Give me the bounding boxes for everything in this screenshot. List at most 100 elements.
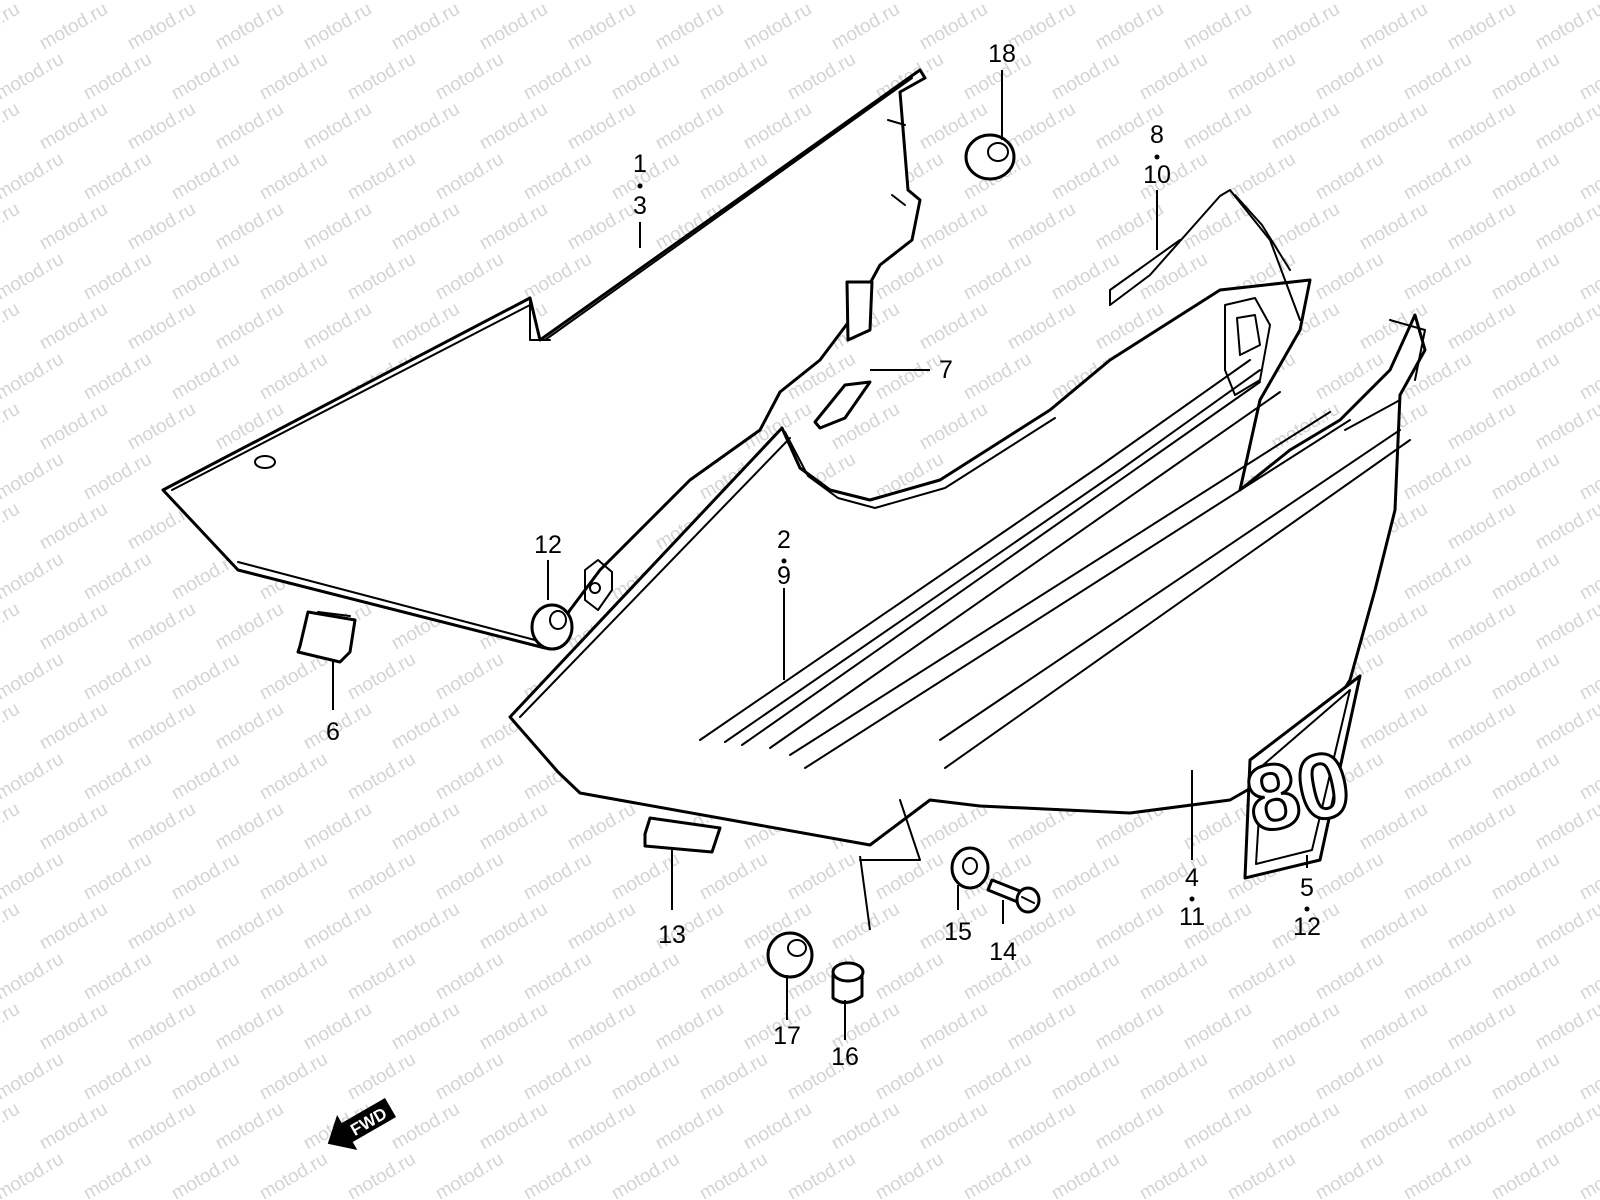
watermark-text: motod.ru xyxy=(124,199,199,255)
watermark-text: motod.ru xyxy=(1048,949,1123,1005)
watermark-text: motod.ru xyxy=(300,99,375,155)
watermark-text: motod.ru xyxy=(388,199,463,255)
watermark-text: motod.ru xyxy=(432,149,507,205)
watermark-text: motod.ru xyxy=(0,799,23,855)
watermark-text: motod.ru xyxy=(872,349,947,405)
watermark-text: motod.ru xyxy=(124,99,199,155)
watermark-text: motod.ru xyxy=(1576,749,1600,805)
watermark-text: motod.ru xyxy=(1576,649,1600,705)
part-6-emblem xyxy=(296,610,357,664)
callout-6: 6 xyxy=(326,718,340,746)
watermark-text: motod.ru xyxy=(564,999,639,1055)
watermark-text: motod.ru xyxy=(1488,749,1563,805)
watermark-text: motod.ru xyxy=(1312,1149,1387,1200)
watermark-text: motod.ru xyxy=(212,1099,287,1155)
watermark-text: motod.ru xyxy=(652,999,727,1055)
callout-13: 13 xyxy=(658,921,686,949)
watermark-text: motod.ru xyxy=(1356,799,1431,855)
watermark-text: motod.ru xyxy=(1180,0,1255,54)
watermark-text: motod.ru xyxy=(740,0,815,54)
watermark-text: motod.ru xyxy=(344,149,419,205)
watermark-text: motod.ru xyxy=(0,649,67,705)
watermark-text: motod.ru xyxy=(1004,1099,1079,1155)
watermark-text: motod.ru xyxy=(0,149,67,205)
watermark-text: motod.ru xyxy=(168,649,243,705)
watermark-text: motod.ru xyxy=(1444,299,1519,355)
watermark-text: motod.ru xyxy=(212,899,287,955)
watermark-text: motod.ru xyxy=(36,699,111,755)
watermark-text: motod.ru xyxy=(1488,949,1563,1005)
watermark-text: motod.ru xyxy=(0,599,23,655)
watermark-text: motod.ru xyxy=(1312,49,1387,105)
watermark-text: motod.ru xyxy=(1312,849,1387,905)
watermark-text: motod.ru xyxy=(388,699,463,755)
watermark-text: motod.ru xyxy=(1488,49,1563,105)
watermark-text: motod.ru xyxy=(1092,899,1167,955)
watermark-text: motod.ru xyxy=(432,849,507,905)
watermark-text: motod.ru xyxy=(872,849,947,905)
callout-12-grommet: 12 xyxy=(534,531,562,559)
watermark-text: motod.ru xyxy=(168,1149,243,1200)
watermark-text: motod.ru xyxy=(388,799,463,855)
watermark-text: motod.ru xyxy=(1576,49,1600,105)
watermark-text: motod.ru xyxy=(1356,1099,1431,1155)
watermark-text: motod.ru xyxy=(1092,999,1167,1055)
watermark-text: motod.ru xyxy=(124,899,199,955)
watermark-text: motod.ru xyxy=(828,899,903,955)
tail-cover xyxy=(508,189,1427,861)
watermark-text: motod.ru xyxy=(1136,849,1211,905)
watermark-text: motod.ru xyxy=(784,49,859,105)
watermark-text: motod.ru xyxy=(1400,649,1475,705)
watermark-text: motod.ru xyxy=(1444,599,1519,655)
watermark-text: motod.ru xyxy=(36,799,111,855)
watermark-text: motod.ru xyxy=(1576,849,1600,905)
watermark-text: motod.ru xyxy=(608,49,683,105)
watermark-text: motod.ru xyxy=(1400,849,1475,905)
watermark-text: motod.ru xyxy=(476,999,551,1055)
watermark-text: motod.ru xyxy=(1532,899,1600,955)
watermark-text: motod.ru xyxy=(1048,49,1123,105)
watermark-text: motod.ru xyxy=(872,949,947,1005)
watermark-text: motod.ru xyxy=(1576,1049,1600,1105)
watermark-text: motod.ru xyxy=(520,149,595,205)
watermark-text: motod.ru xyxy=(564,199,639,255)
watermark-text: motod.ru xyxy=(872,1149,947,1200)
watermark-text: motod.ru xyxy=(1532,799,1600,855)
watermark-text: motod.ru xyxy=(168,49,243,105)
watermark-text: motod.ru xyxy=(0,849,67,905)
watermark-text: motod.ru xyxy=(1488,1049,1563,1105)
watermark-text: motod.ru xyxy=(564,899,639,955)
watermark-text: motod.ru xyxy=(168,749,243,805)
callout-4: 4 xyxy=(1185,864,1199,892)
watermark-text: motod.ru xyxy=(36,1099,111,1155)
callout-18: 18 xyxy=(988,40,1016,68)
watermark-text: motod.ru xyxy=(960,1149,1035,1200)
watermark-text: motod.ru xyxy=(1532,199,1600,255)
watermark-text: motod.ru xyxy=(1576,449,1600,505)
watermark-text: motod.ru xyxy=(916,1099,991,1155)
watermark-text: motod.ru xyxy=(80,149,155,205)
watermark-text: motod.ru xyxy=(1268,1099,1343,1155)
watermark-text: motod.ru xyxy=(300,899,375,955)
watermark-text: motod.ru xyxy=(520,1049,595,1105)
watermark-text: motod.ru xyxy=(300,0,375,54)
callout-1: 1 xyxy=(633,150,647,178)
watermark-text: motod.ru xyxy=(608,1049,683,1105)
watermark-text: motod.ru xyxy=(784,849,859,905)
watermark-text: motod.ru xyxy=(1400,149,1475,205)
watermark-text: motod.ru xyxy=(1444,1099,1519,1155)
callout-10: 10 xyxy=(1143,161,1171,189)
watermark-text: motod.ru xyxy=(1004,99,1079,155)
watermark-text: motod.ru xyxy=(1576,149,1600,205)
watermark-text: motod.ru xyxy=(0,1099,23,1155)
watermark-text: motod.ru xyxy=(1356,0,1431,54)
callout-12-decal: 12 xyxy=(1293,913,1321,941)
watermark-text: motod.ru xyxy=(1488,549,1563,605)
watermark-text: motod.ru xyxy=(916,0,991,54)
watermark-text: motod.ru xyxy=(36,399,111,455)
watermark-text: motod.ru xyxy=(388,999,463,1055)
watermark-text: motod.ru xyxy=(1576,349,1600,405)
watermark-text: motod.ru xyxy=(1444,899,1519,955)
watermark-text: motod.ru xyxy=(432,749,507,805)
watermark-text: motod.ru xyxy=(300,199,375,255)
